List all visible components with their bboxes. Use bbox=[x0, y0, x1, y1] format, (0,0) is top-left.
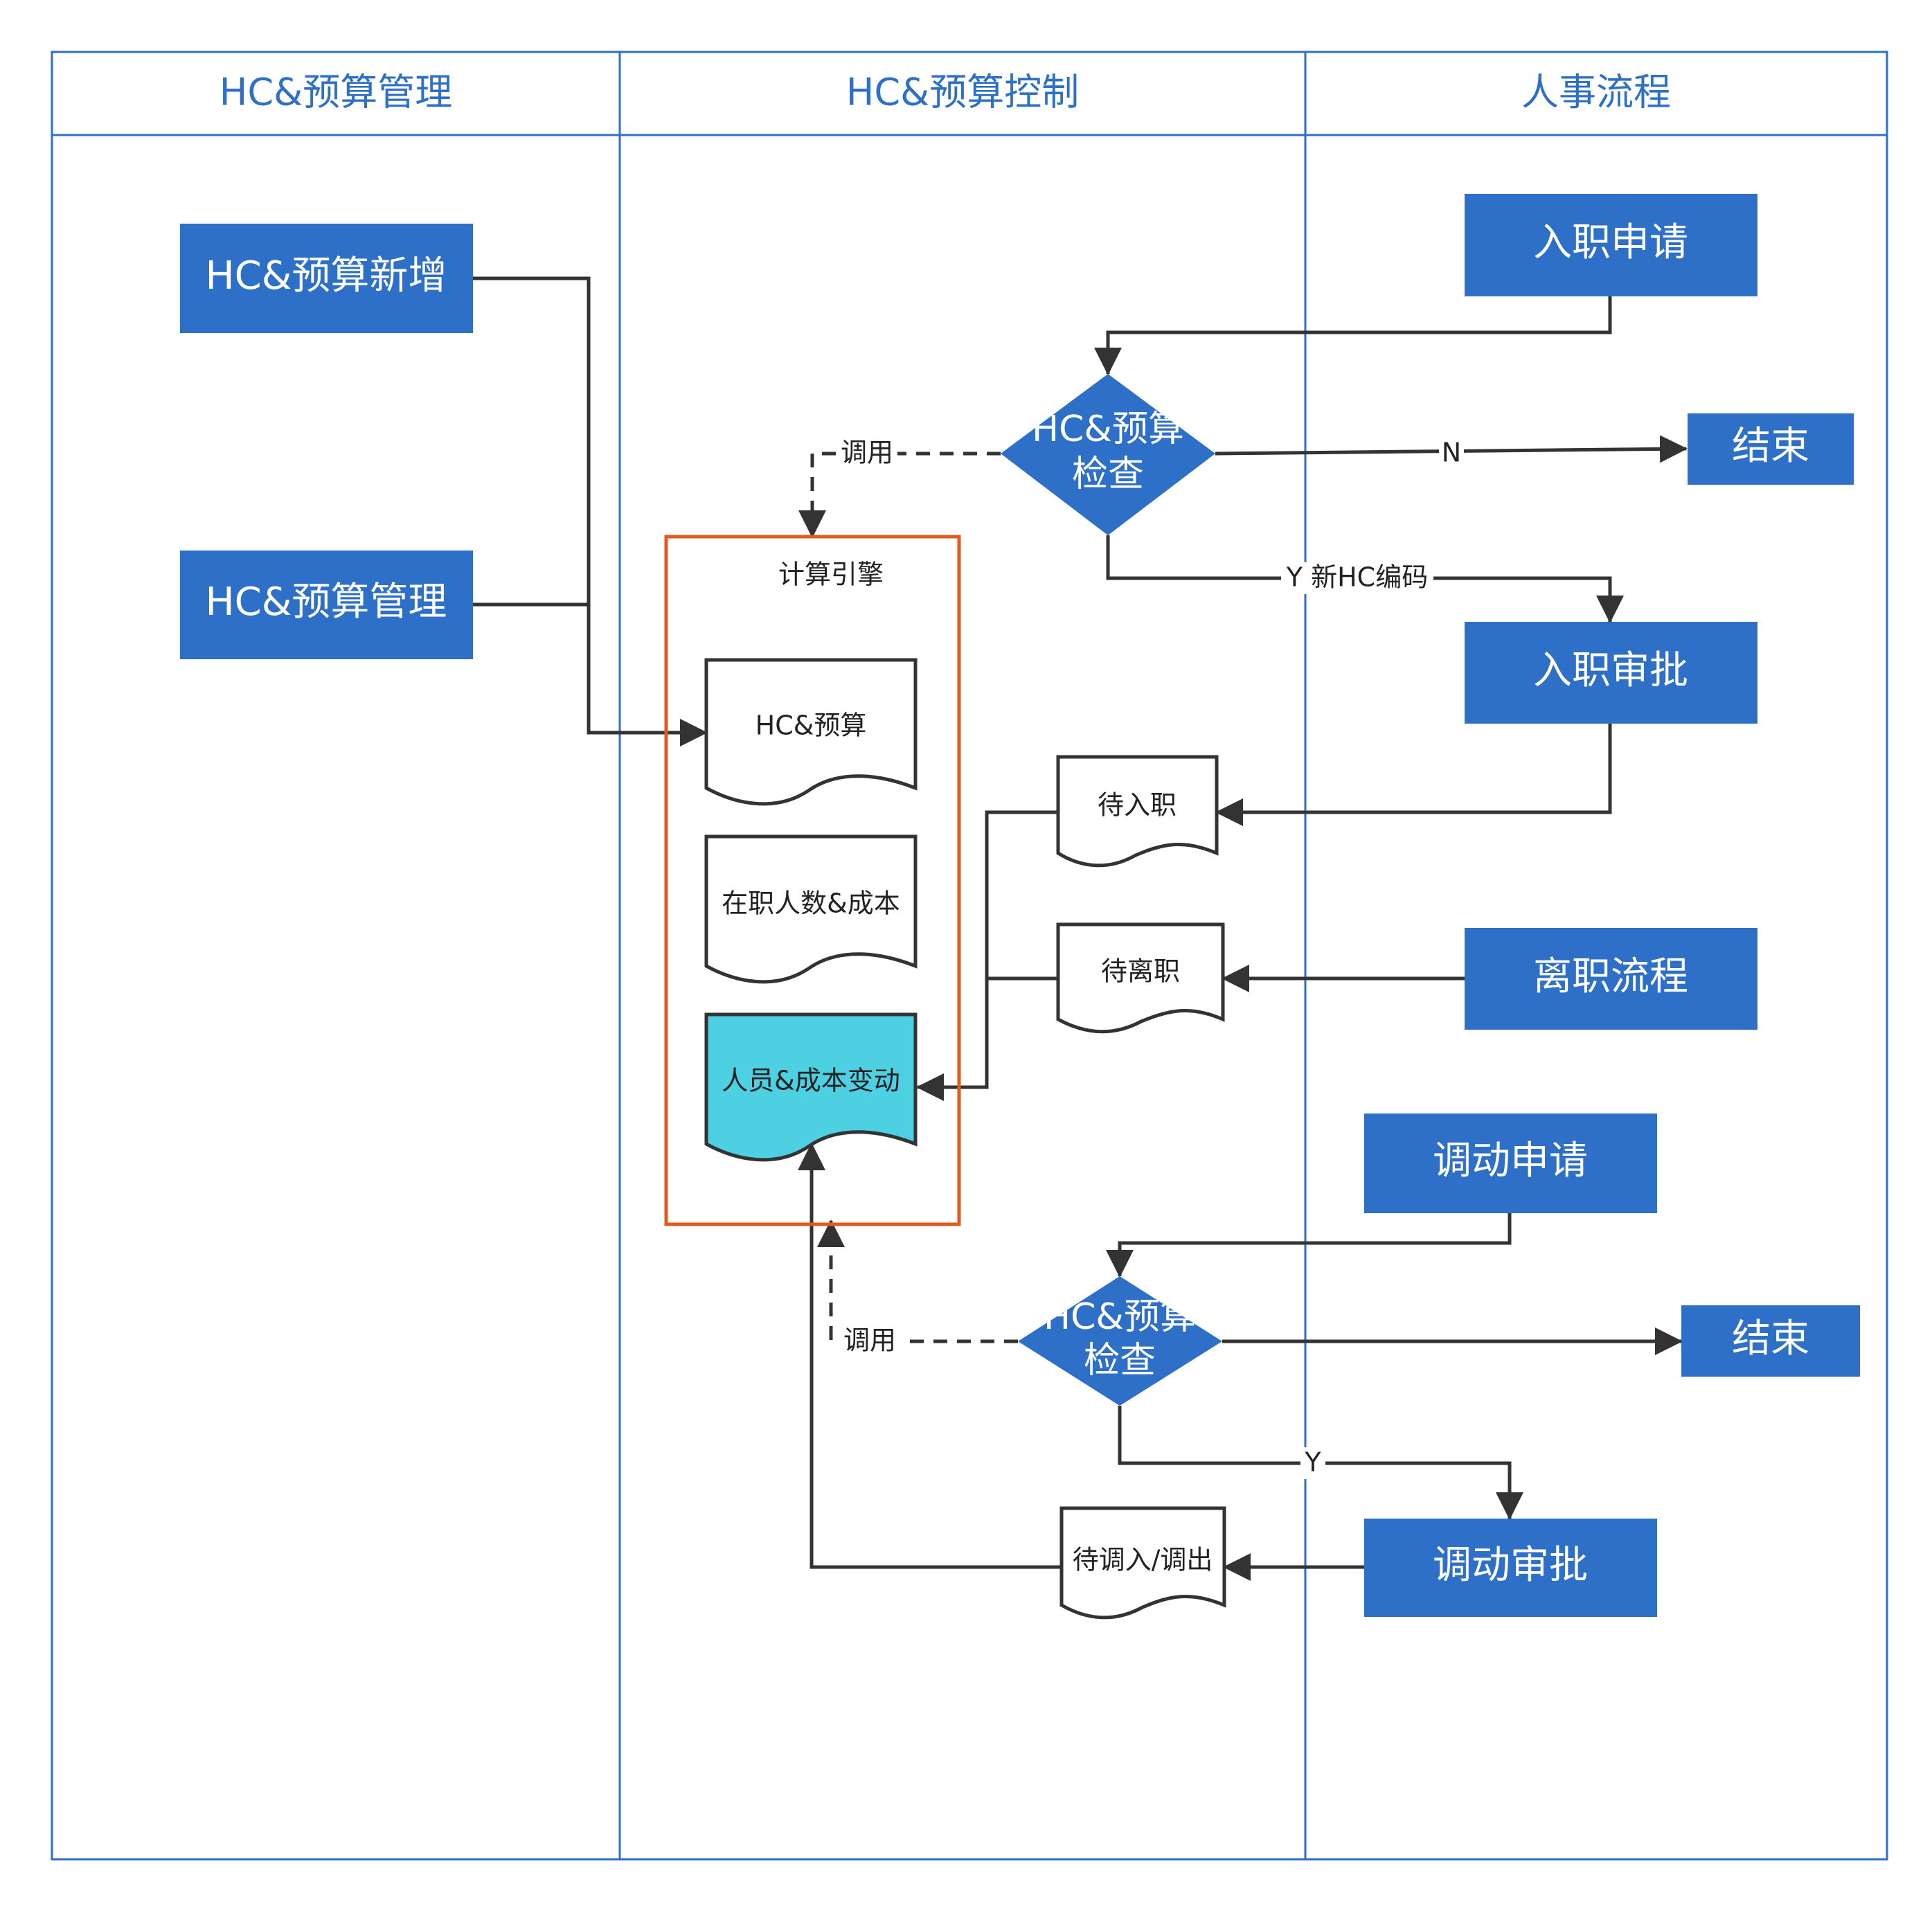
edge-label-call-2-group: 调用 bbox=[839, 1325, 900, 1357]
edge-label-yes-new-code-group: Y 新HC编码 bbox=[1281, 562, 1433, 594]
node-transfer-approve[interactable]: 调动审批 bbox=[1364, 1519, 1657, 1617]
doc-headcount-cost-label: 在职人数&成本 bbox=[722, 888, 900, 919]
edge-label-no-1-group: N bbox=[1439, 438, 1464, 469]
decision-check-2-line1: HC&预算 bbox=[1044, 1296, 1196, 1338]
doc-pending-leave[interactable]: 待离职 bbox=[1056, 922, 1225, 1034]
edge-label-yes-2-group: Y bbox=[1300, 1447, 1325, 1479]
decision-check-2-line2: 检查 bbox=[1084, 1340, 1156, 1381]
node-hc-budget-manage-label: HC&预算管理 bbox=[206, 580, 447, 625]
doc-pending-transfer[interactable]: 待调入/调出 bbox=[1059, 1506, 1226, 1620]
node-transfer-apply[interactable]: 调动申请 bbox=[1364, 1114, 1657, 1213]
decision-check-1[interactable]: HC&预算 检查 bbox=[1001, 374, 1215, 535]
edge-add-to-budget bbox=[473, 276, 708, 746]
edge-pending-transfer-to-change bbox=[798, 1143, 1062, 1569]
edge-check1-call-engine bbox=[798, 451, 1001, 538]
node-end-2[interactable]: 结束 bbox=[1681, 1305, 1860, 1377]
edge-label-call-2: 调用 bbox=[843, 1325, 896, 1356]
lane-title-hc-budget-management: HC&预算管理 bbox=[220, 71, 452, 114]
doc-headcount-cost[interactable]: 在职人数&成本 bbox=[704, 834, 918, 984]
doc-pending-leave-label: 待离职 bbox=[1101, 956, 1180, 987]
node-onboard-approve-label: 入职审批 bbox=[1533, 648, 1688, 693]
edge-check2-call-engine bbox=[817, 1219, 1018, 1343]
node-end-2-label: 结束 bbox=[1732, 1316, 1809, 1361]
calculation-engine: 计算引擎 bbox=[664, 535, 961, 1226]
edge-approve-to-pending-onboard bbox=[1215, 724, 1612, 826]
swimlane-frame bbox=[51, 51, 1888, 1861]
edge-transfer-apply-to-check bbox=[1106, 1213, 1512, 1278]
decision-check-1-line1: HC&预算 bbox=[1032, 409, 1184, 450]
doc-personnel-cost-change[interactable]: 人员&成本变动 bbox=[704, 1012, 918, 1162]
node-transfer-approve-label: 调动审批 bbox=[1433, 1543, 1588, 1588]
calculation-engine-title: 计算引擎 bbox=[778, 560, 884, 590]
doc-pending-onboard[interactable]: 待入职 bbox=[1056, 755, 1219, 868]
node-leave-process-label: 离职流程 bbox=[1533, 954, 1688, 999]
doc-pending-transfer-label: 待调入/调出 bbox=[1073, 1545, 1213, 1575]
doc-hc-budget-label: HC&预算 bbox=[755, 710, 867, 741]
edge-label-call-1: 调用 bbox=[841, 438, 893, 468]
node-transfer-apply-label: 调动申请 bbox=[1433, 1138, 1588, 1183]
lane-title-hr-process: 人事流程 bbox=[1521, 71, 1671, 114]
node-hc-budget-manage[interactable]: HC&预算管理 bbox=[180, 551, 473, 659]
doc-pending-onboard-label: 待入职 bbox=[1098, 790, 1177, 821]
node-onboard-apply-label: 入职申请 bbox=[1533, 220, 1688, 265]
edge-label-yes-new-code: Y 新HC编码 bbox=[1286, 562, 1428, 593]
doc-hc-budget[interactable]: HC&预算 bbox=[704, 658, 918, 806]
edge-pending-onboard-to-change bbox=[916, 810, 1058, 1101]
node-onboard-approve[interactable]: 入职审批 bbox=[1465, 622, 1757, 724]
node-end-1[interactable]: 结束 bbox=[1688, 413, 1854, 485]
node-onboard-apply[interactable]: 入职申请 bbox=[1465, 194, 1757, 296]
node-hc-budget-add[interactable]: HC&预算新增 bbox=[180, 224, 473, 333]
edge-label-no-1: N bbox=[1442, 438, 1461, 468]
edge-label-yes-2: Y bbox=[1304, 1447, 1321, 1478]
edge-label-call-1-group: 调用 bbox=[837, 438, 897, 469]
decision-check-1-line2: 检查 bbox=[1072, 454, 1144, 495]
node-leave-process[interactable]: 离职流程 bbox=[1465, 928, 1757, 1030]
decision-check-2[interactable]: HC&预算 检查 bbox=[1018, 1276, 1222, 1406]
edge-onboard-apply-to-check bbox=[1094, 296, 1612, 375]
lane-title-hc-budget-control: HC&预算控制 bbox=[846, 71, 1079, 114]
node-end-1-label: 结束 bbox=[1732, 424, 1809, 469]
node-hc-budget-add-label: HC&预算新增 bbox=[206, 253, 447, 298]
doc-personnel-cost-change-label: 人员&成本变动 bbox=[722, 1066, 900, 1096]
